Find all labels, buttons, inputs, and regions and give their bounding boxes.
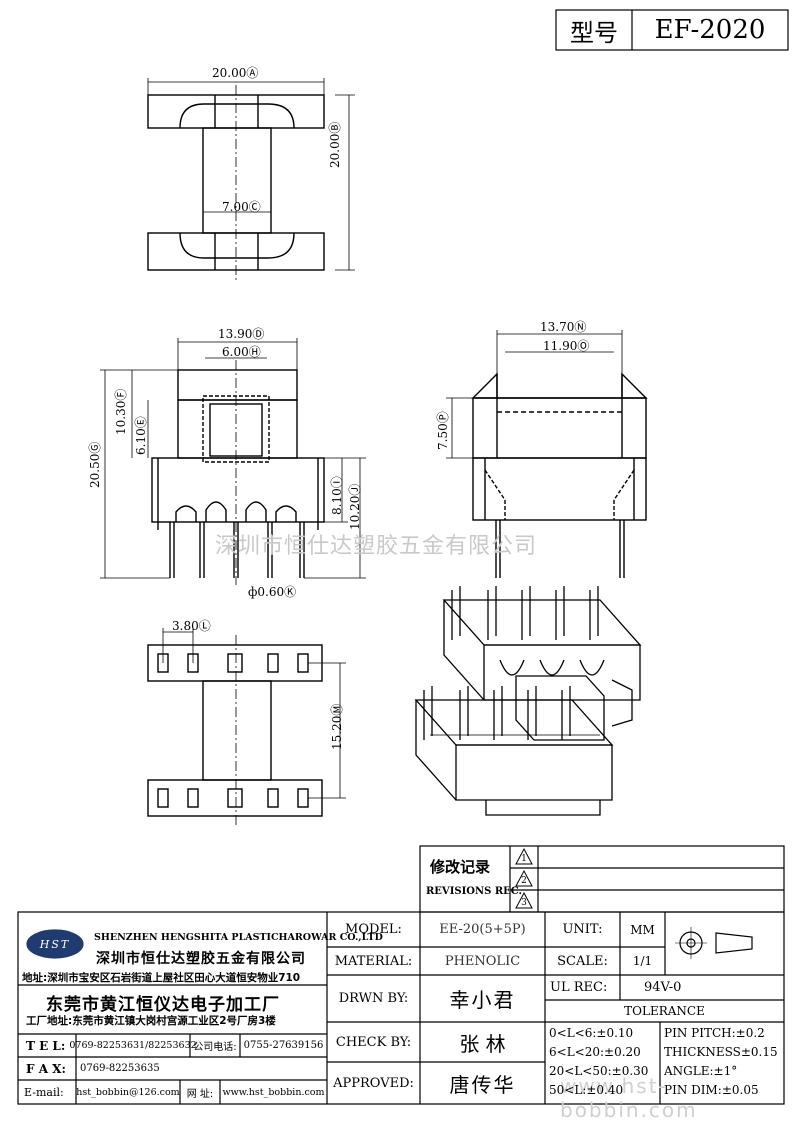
fax-value: 0769-82253635 xyxy=(80,1063,160,1074)
web-value[interactable]: www.hst_bobbin.com xyxy=(222,1086,325,1098)
factory-name: 东莞市黄江恒仪达电子加工厂 xyxy=(46,995,280,1015)
web-label: 网 址: xyxy=(186,1088,214,1100)
company-tel-value: 0755-27639156 xyxy=(243,1040,324,1051)
watermark-text: 深圳市恒仕达塑胶五金有限公司 xyxy=(215,534,538,559)
dim-e: 6.10Ⓔ xyxy=(134,416,148,455)
dim-p: 7.50Ⓟ xyxy=(436,411,450,450)
dim-k: ф0.60Ⓚ xyxy=(248,585,297,599)
side-view xyxy=(471,372,648,578)
tolerance-col1: 0<L<6:±0.10 6<L<20:±0.20 20<L<50:±0.30 5… xyxy=(549,1024,659,1100)
revision-mark-3: 3 xyxy=(521,898,527,908)
fax-label: F A X: xyxy=(26,1061,66,1076)
tolerance-angle: ANGLE:±1° xyxy=(664,1064,738,1078)
revision-mark-2: 2 xyxy=(521,876,527,886)
tolerance-range-4: 50<L:±0.40 xyxy=(549,1083,624,1097)
email-value[interactable]: hst_bobbin@126.com xyxy=(76,1086,180,1098)
material-value: PHENOLIC xyxy=(444,953,521,969)
tolerance-pin-dim: PIN DIM:±0.05 xyxy=(664,1083,759,1097)
scale-value: 1/1 xyxy=(632,954,653,968)
check-by-value: 张 林 xyxy=(459,1031,506,1056)
tolerance-range-1: 0<L<6:±0.10 xyxy=(549,1026,634,1040)
model-field-value: EE-20(5+5P) xyxy=(439,922,526,937)
dim-b: 20.00Ⓑ xyxy=(328,121,342,168)
approved-value: 唐传华 xyxy=(449,1072,516,1097)
isometric-view xyxy=(414,586,642,816)
model-field-label: MODEL: xyxy=(345,922,402,937)
revision-mark-1: 1 xyxy=(521,854,527,864)
dim-n: 13.70Ⓝ xyxy=(540,320,587,334)
model-number: EF-2020 xyxy=(654,15,766,45)
top-view xyxy=(147,85,325,280)
tel-label: T E L: xyxy=(26,1038,66,1053)
dim-d: 13.90Ⓓ xyxy=(218,327,265,341)
dim-a: 20.00Ⓐ xyxy=(212,66,259,80)
dim-g: 20.50Ⓖ xyxy=(88,441,102,488)
company-logo: HST xyxy=(39,937,71,951)
unit-value: MM xyxy=(630,922,655,937)
company-name-en: SHENZHEN HENGSHITA PLASTICHAROWAR CO.,LT… xyxy=(94,932,383,943)
watermark-url: www.hst-bobbin.com xyxy=(560,1074,698,1122)
email-label: E-mail: xyxy=(24,1085,64,1099)
dim-c: 7.00Ⓒ xyxy=(222,200,261,214)
bottom-view xyxy=(147,635,323,826)
drawn-by-value: 幸小君 xyxy=(449,988,516,1012)
material-label: MATERIAL: xyxy=(334,953,413,969)
company-name-cn: 深圳市恒仕达塑胶五金有限公司 xyxy=(96,951,306,967)
factory-address: 工厂地址:东莞市黄江镇大岗村宫源工业区2号厂房3楼 xyxy=(26,1015,276,1027)
revisions-title-cn: 修改记录 xyxy=(430,858,491,876)
dim-i: 8.10Ⓘ xyxy=(330,476,344,515)
dim-l: 3.80Ⓛ xyxy=(172,619,211,633)
dim-j: 10.20Ⓙ xyxy=(348,483,362,530)
company-address: 地址:深圳市宝安区石岩街道上屋社区田心大道恒安物业710 xyxy=(22,972,301,984)
model-label: 型号 xyxy=(570,18,618,47)
approved-label: APPROVED: xyxy=(333,1075,414,1091)
ul-label: UL REC: xyxy=(550,980,608,995)
unit-label: UNIT: xyxy=(562,922,603,937)
ul-value: 94V-0 xyxy=(644,980,682,995)
tolerance-pin-pitch: PIN PITCH:±0.2 xyxy=(664,1026,765,1040)
company-tel-label: 公司电话: xyxy=(193,1042,237,1053)
tolerance-range-2: 6<L<20:±0.20 xyxy=(549,1045,641,1059)
tel-value: 0769-82253631/82253632 xyxy=(69,1040,197,1051)
revisions-title-en: REVISIONS REC. xyxy=(426,886,523,897)
title-block-lines xyxy=(17,9,789,1105)
dim-f: 10.30Ⓕ xyxy=(114,388,128,435)
tolerance-col2: PIN PITCH:±0.2 THICKNESS±0.15 ANGLE:±1° … xyxy=(664,1024,784,1100)
dim-o: 11.90Ⓞ xyxy=(543,339,590,353)
dim-m: 15.20Ⓜ xyxy=(330,703,344,750)
check-by-label: CHECK BY: xyxy=(335,1034,412,1050)
tolerance-title: TOLERANCE xyxy=(624,1004,705,1018)
dim-h: 6.00Ⓗ xyxy=(222,345,261,359)
tolerance-thickness: THICKNESS±0.15 xyxy=(664,1045,778,1059)
front-view xyxy=(151,360,325,585)
drawn-by-label: DRWN BY: xyxy=(338,991,409,1006)
tolerance-range-3: 20<L<50:±0.30 xyxy=(549,1064,649,1078)
scale-label: SCALE: xyxy=(557,953,608,969)
